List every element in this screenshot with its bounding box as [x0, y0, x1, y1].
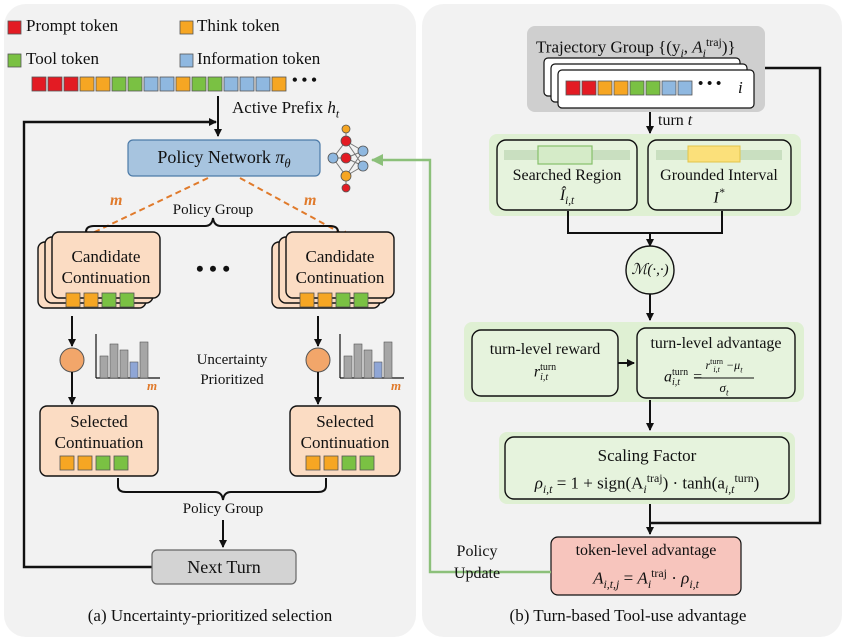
histogram-m-right: m: [391, 378, 402, 393]
searched-region-label: Searched Region: [512, 167, 622, 184]
scaling-factor-title: Scaling Factor: [597, 446, 697, 465]
neural-network-icon: [327, 124, 369, 193]
selector-circle-left: [59, 347, 85, 373]
policy-group-brace-bottom: [117, 478, 327, 501]
searched-region-symbol: Îi,t: [559, 187, 575, 208]
loop-back-arrow: [22, 118, 217, 569]
candidate-stack-left: [37, 231, 161, 309]
m-label-left: m: [110, 192, 123, 209]
policy-update-arrow: [371, 154, 551, 574]
legend-information-swatch: [179, 53, 194, 68]
legend-tool-label: Tool token: [26, 49, 99, 68]
left-caption: (a) Uncertainty-prioritized selection: [87, 606, 333, 625]
policy-group-brace-top: [85, 217, 339, 241]
token-advantage-title: token-level advantage: [575, 542, 717, 559]
right-caption: (b) Turn-based Tool-use advantage: [509, 606, 747, 625]
m-label-right: m: [304, 192, 317, 209]
legend-tool-swatch: [7, 53, 22, 68]
token-advantage-box: [550, 536, 742, 596]
trajectory-index: i: [738, 78, 743, 97]
turn-reward-title: turn-level reward: [489, 341, 601, 358]
histogram-m-left: m: [147, 378, 158, 393]
uncertainty-histogram-left: [95, 334, 160, 379]
turn-advantage-box: [636, 327, 796, 399]
scaling-factor-box: [504, 436, 790, 500]
next-turn-label: Next Turn: [187, 557, 261, 577]
grounded-interval-symbol: I*: [713, 187, 725, 207]
trajectory-feedback-line: [650, 66, 822, 525]
candidate-stack-right: [271, 231, 395, 309]
legend-think-swatch: [179, 20, 194, 35]
trajectory-group-label: Trajectory Group {(yi, Aitraj)}: [536, 35, 736, 61]
next-turn-box: [151, 549, 297, 585]
turn-label: turn t: [658, 112, 693, 129]
turn-advantage-title: turn-level advantage: [650, 335, 782, 352]
uncertainty-histogram-right: [339, 334, 404, 379]
policy-group-bottom-label: Policy Group: [182, 501, 264, 517]
legend-think-label: Think token: [197, 16, 280, 35]
turn-advantage-denominator: σt: [719, 380, 729, 398]
grounded-interval-label: Grounded Interval: [660, 167, 778, 184]
token-sequence: [31, 76, 287, 92]
policy-network-box: [127, 139, 321, 177]
token-advantage-formula: Ai,t,j = Aitraj · ρi,t: [593, 566, 699, 592]
scaling-factor-formula: ρi,t = 1 + sign(Aitraj) · tanh(ai,tturn): [534, 471, 760, 497]
policy-network-label: Policy Network πθ: [157, 147, 291, 171]
legend-prompt-swatch: [7, 20, 22, 35]
selector-circle-right: [305, 347, 331, 373]
match-function-label: ℳ(·,·): [631, 262, 669, 278]
legend-information-label: Information token: [197, 49, 321, 68]
left-panel: [4, 4, 416, 637]
policy-group-top-label: Policy Group: [172, 202, 254, 218]
candidate-ellipsis: • • •: [195, 256, 231, 281]
legend-prompt-label: Prompt token: [26, 16, 119, 35]
trajectory-ellipsis: • • •: [698, 76, 722, 92]
token-sequence-ellipsis: • • •: [292, 72, 317, 89]
trajectory-stack: [543, 57, 755, 109]
active-prefix-label: Active Prefix ht: [232, 98, 340, 121]
